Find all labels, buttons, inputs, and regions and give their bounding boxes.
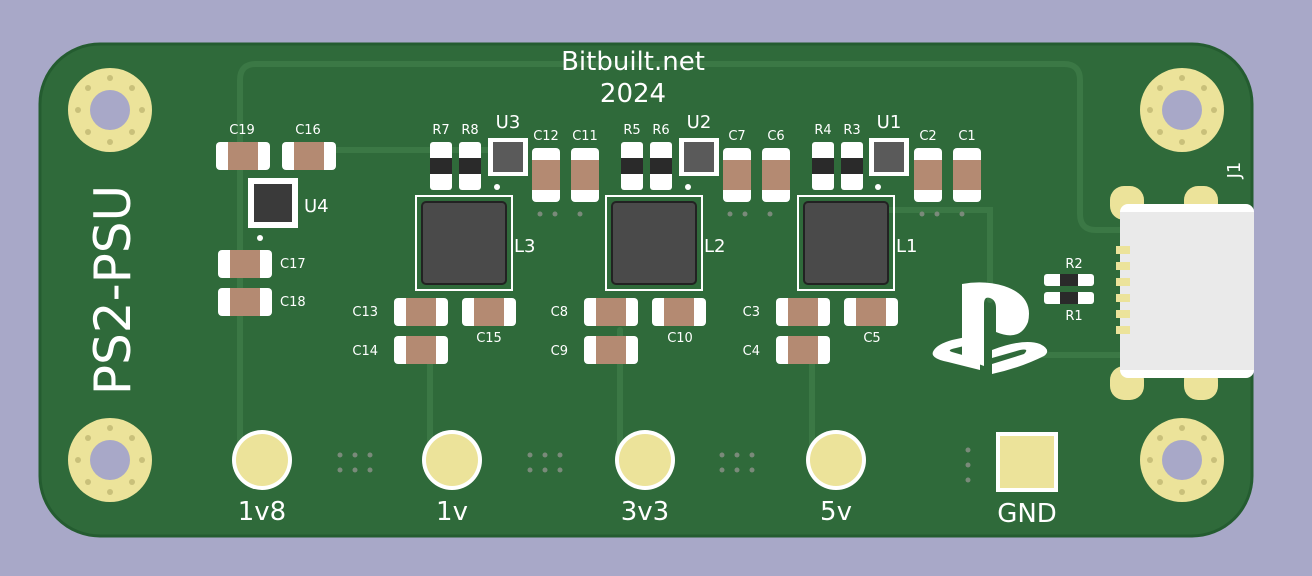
res-label-r5: R5 — [623, 123, 640, 138]
capacitor-c7 — [723, 148, 751, 202]
inductor-label-l3: L3 — [514, 236, 535, 257]
cap-label-c9: C9 — [551, 344, 568, 359]
cap-label-c7: C7 — [728, 129, 745, 144]
resistor-r7 — [430, 142, 452, 190]
resistor-r3 — [841, 142, 863, 190]
brand-line-2: 2024 — [600, 79, 666, 109]
output-label-5v: 5v — [820, 497, 852, 527]
usb-c-connector[interactable]: J1 — [1110, 162, 1254, 400]
regulator-block-u2: R5 R6 U2 C7 C6 L2 C8 C10 C9 — [551, 112, 790, 364]
inductor-l1 — [797, 195, 895, 291]
output-pad-1v[interactable]: 1v — [422, 430, 482, 527]
resistor-r4 — [812, 142, 834, 190]
res-label-r2: R2 — [1065, 257, 1082, 272]
output-pad-1v8[interactable]: 1v8 — [232, 430, 292, 527]
capacitor-c11 — [571, 148, 599, 202]
regulator-ic-u3 — [488, 138, 528, 190]
mounting-hole-bottom-right — [1140, 418, 1224, 502]
capacitor-c2 — [914, 148, 942, 202]
output-pad-gnd[interactable]: GND — [996, 432, 1058, 529]
cap-label-c3: C3 — [743, 305, 760, 320]
inductor-l3 — [415, 195, 513, 291]
ic-label-u4: U4 — [304, 196, 329, 217]
cap-label-c19: C19 — [229, 123, 255, 138]
usb-resistors: R2 R1 — [1044, 257, 1094, 324]
capacitor-c13 — [394, 298, 448, 326]
capacitor-c3 — [776, 298, 830, 326]
cap-label-c16: C16 — [295, 123, 321, 138]
cap-label-c6: C6 — [767, 129, 784, 144]
capacitor-c16 — [282, 142, 336, 170]
regulator-block-u1: R4 R3 U1 C2 C1 L1 C3 C5 C4 — [743, 112, 981, 364]
cap-label-c4: C4 — [743, 344, 760, 359]
cap-label-c18: C18 — [280, 295, 306, 310]
mounting-hole-top-left — [68, 68, 152, 152]
mounting-hole-bottom-left — [68, 418, 152, 502]
res-label-r4: R4 — [814, 123, 831, 138]
cap-label-c1: C1 — [958, 129, 975, 144]
regulator-block-u3: R7 R8 U3 C12 C11 L3 C13 C15 C14 — [352, 112, 599, 364]
res-label-r1: R1 — [1065, 309, 1082, 324]
res-label-r6: R6 — [652, 123, 669, 138]
ic-label-u1: U1 — [877, 112, 902, 133]
capacitor-c8 — [584, 298, 638, 326]
capacitor-c15 — [462, 298, 516, 326]
capacitor-c9 — [584, 336, 638, 364]
cap-label-c14: C14 — [352, 344, 378, 359]
resistor-r8 — [459, 142, 481, 190]
via-array — [337, 211, 971, 483]
regulator-ic-u2 — [679, 138, 719, 190]
cap-label-c10: C10 — [667, 331, 693, 346]
capacitor-c12 — [532, 148, 560, 202]
ldo-ic-u4 — [248, 178, 298, 241]
cap-label-c12: C12 — [533, 129, 559, 144]
capacitor-c1 — [953, 148, 981, 202]
mounting-hole-top-right — [1140, 68, 1224, 152]
cap-label-c15: C15 — [476, 331, 502, 346]
inductor-label-l2: L2 — [704, 236, 725, 257]
res-label-r3: R3 — [843, 123, 860, 138]
cap-label-c8: C8 — [551, 305, 568, 320]
capacitor-c14 — [394, 336, 448, 364]
resistor-r6 — [650, 142, 672, 190]
ic-label-u3: U3 — [496, 112, 521, 133]
output-label-gnd: GND — [997, 499, 1057, 529]
cap-label-c5: C5 — [863, 331, 880, 346]
capacitor-c4 — [776, 336, 830, 364]
inductor-l2 — [605, 195, 703, 291]
cap-label-c13: C13 — [352, 305, 378, 320]
output-label-1v8: 1v8 — [238, 497, 286, 527]
cap-label-c2: C2 — [919, 129, 936, 144]
board-title: PS2-PSU — [84, 185, 142, 395]
capacitor-c17 — [218, 250, 272, 278]
playstation-logo-icon — [932, 282, 1048, 374]
output-pad-3v3[interactable]: 3v3 — [615, 430, 675, 527]
output-pad-5v[interactable]: 5v — [806, 430, 866, 527]
output-label-1v: 1v — [436, 497, 468, 527]
capacitor-c18 — [218, 288, 272, 316]
res-label-r8: R8 — [461, 123, 478, 138]
capacitor-c19 — [216, 142, 270, 170]
cap-label-c11: C11 — [572, 129, 598, 144]
res-label-r7: R7 — [432, 123, 449, 138]
capacitor-c10 — [652, 298, 706, 326]
ic-label-u2: U2 — [687, 112, 712, 133]
regulator-ic-u1 — [869, 138, 909, 190]
ldo-section: C19 C16 U4 C17 C18 — [216, 123, 336, 316]
inductor-label-l1: L1 — [896, 236, 917, 257]
connector-label-j1: J1 — [1224, 162, 1245, 180]
cap-label-c17: C17 — [280, 257, 306, 272]
brand-line-1: Bitbuilt.net — [561, 47, 705, 77]
resistor-r5 — [621, 142, 643, 190]
capacitor-c5 — [844, 298, 898, 326]
output-label-3v3: 3v3 — [621, 497, 669, 527]
capacitor-c6 — [762, 148, 790, 202]
